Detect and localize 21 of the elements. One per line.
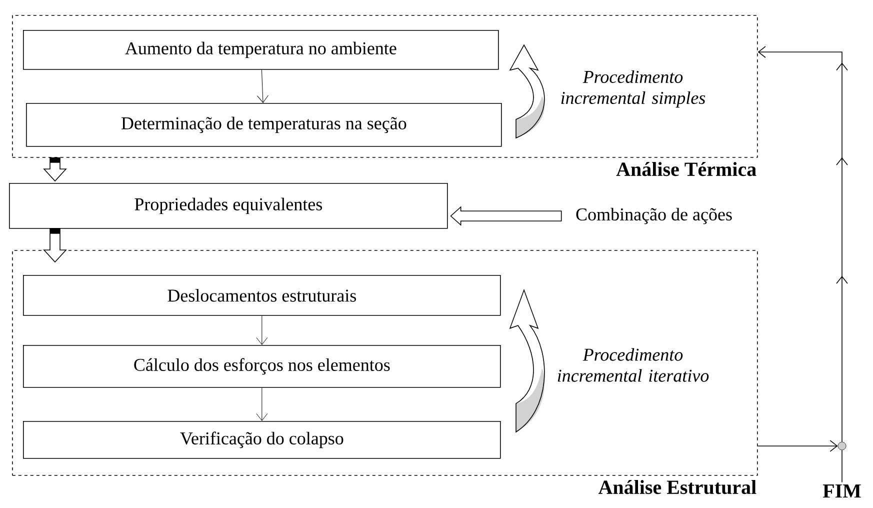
arrow — [256, 388, 268, 421]
text: FIM — [822, 484, 861, 498]
arrow — [757, 440, 838, 452]
process-box: Verificação do colapso — [23, 421, 501, 459]
arrow — [758, 46, 848, 442]
text: Combinação de ações — [576, 208, 732, 224]
italic-note: Procedimento incremental iterativo — [558, 348, 709, 382]
node-label: Análise Estrutural — [598, 480, 756, 494]
block-arrow — [43, 228, 67, 263]
block-arrow — [43, 157, 67, 182]
process-box: Aumento da temperatura no ambiente — [23, 30, 499, 70]
process-box: Cálculo dos esforços nos elementos — [23, 345, 501, 388]
process-box: Propriedades equivalentes — [9, 183, 448, 229]
process-box: Deslocamentos estruturais — [23, 275, 501, 316]
arrow — [257, 70, 268, 103]
block-arrow — [450, 206, 562, 226]
italic-note: Procedimento incremental simples — [561, 70, 706, 108]
junction-dot — [838, 442, 846, 450]
arrow — [256, 316, 268, 345]
process-box: Determinação de temperaturas na seção — [26, 103, 502, 147]
node-label: Análise Térmica — [616, 162, 756, 176]
